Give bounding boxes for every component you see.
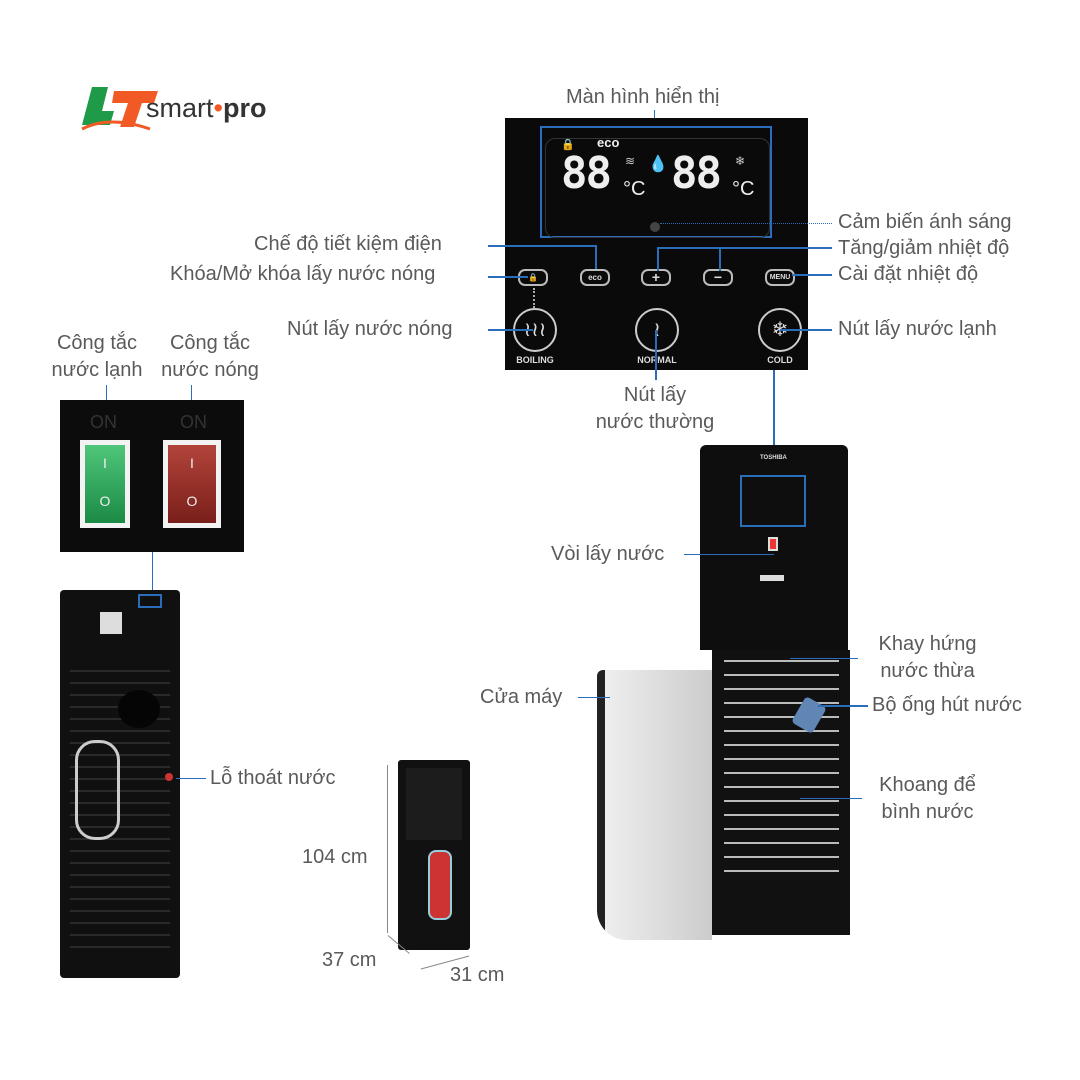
width-value: 31 cm xyxy=(450,964,505,986)
water-bottle xyxy=(428,850,452,920)
label-hot-button: Nút lấy nước nóng xyxy=(287,318,453,340)
sticker xyxy=(760,575,784,581)
on-label: ON xyxy=(90,412,117,432)
cold-temp-digits: 88 xyxy=(671,148,722,199)
label-cold-button: Nút lấy nước lạnh xyxy=(838,318,997,340)
logo-text: smart•pro xyxy=(146,93,267,123)
control-panel: 🔒 eco 88 °C ≋ 💧 88 °C ❄ 🔒 eco + − MENU ≀… xyxy=(505,118,808,370)
leader-line xyxy=(660,223,832,224)
display-screen xyxy=(545,138,770,238)
leader-line xyxy=(792,274,832,276)
leader-line xyxy=(780,329,832,331)
leader-line xyxy=(719,247,721,271)
hot-temp-digits: 88 xyxy=(561,148,612,199)
leader-line xyxy=(176,778,206,779)
label-temp-setting: Cài đặt nhiệt độ xyxy=(838,263,979,285)
cold-temp-unit: °C xyxy=(732,178,755,200)
dotted-link xyxy=(533,288,535,308)
ht-logo-mark xyxy=(81,87,158,131)
snowflake-icon: ❄ xyxy=(771,319,789,341)
label-lock: Khóa/Mở khóa lấy nước nóng xyxy=(170,263,436,285)
dimension-machine xyxy=(398,760,470,950)
normal-button[interactable]: ≀ xyxy=(635,308,679,352)
lock-icon: 🔒 xyxy=(528,273,538,282)
leader-line xyxy=(790,658,858,659)
machine-back xyxy=(60,590,180,978)
machine-upper-body: TOSHIBA xyxy=(700,445,848,650)
leader-line xyxy=(578,697,610,698)
heat-waves-icon: ≀≀≀ xyxy=(523,319,547,341)
drain-hole xyxy=(165,773,173,781)
hot-temp-unit: °C xyxy=(623,178,646,200)
light-sensor xyxy=(650,222,660,232)
depth-value: 37 cm xyxy=(322,949,377,971)
logo: smart•pro xyxy=(80,85,275,133)
water-icon: ≀ xyxy=(653,319,661,341)
leader-line xyxy=(657,247,832,249)
leader-line xyxy=(152,552,153,590)
label-eco-mode: Chế độ tiết kiệm điện xyxy=(254,233,442,255)
power-cord xyxy=(75,740,120,840)
height-dimension-line xyxy=(387,765,388,933)
label-suction: Bộ ống hút nước xyxy=(872,694,1022,716)
leader-line xyxy=(488,276,528,278)
normal-label: NORMAL xyxy=(637,355,677,365)
leader-line xyxy=(800,798,862,799)
menu-button[interactable]: MENU xyxy=(765,269,795,286)
label-light-sensor: Cảm biến ánh sáng xyxy=(838,211,1012,233)
leader-line xyxy=(818,705,868,707)
label-faucet: Vòi lấy nước xyxy=(551,543,665,565)
label-drain: Lỗ thoát nước xyxy=(210,767,336,789)
leader-line xyxy=(657,247,659,271)
brand-label: TOSHIBA xyxy=(760,455,787,461)
water-drop-icon: 💧 xyxy=(648,156,668,173)
leader-line xyxy=(773,370,775,480)
eco-button[interactable]: eco xyxy=(580,269,610,286)
leader-line xyxy=(684,554,774,555)
faucet[interactable] xyxy=(768,537,778,551)
compressor xyxy=(118,690,160,728)
cabinet-rack xyxy=(724,660,839,880)
bottle-cabinet xyxy=(712,650,850,935)
label-temp-adjust: Tăng/giảm nhiệt độ xyxy=(838,237,1010,259)
height-value: 104 cm xyxy=(302,846,368,868)
machine-door[interactable] xyxy=(597,670,712,940)
plus-button[interactable]: + xyxy=(641,269,671,286)
panel-highlight xyxy=(740,475,806,527)
boiling-label: BOILING xyxy=(516,355,554,365)
snow-indicator-icon: ❄ xyxy=(735,154,746,168)
rating-label xyxy=(100,612,122,634)
steam-icon: ≋ xyxy=(625,154,636,168)
leader-line xyxy=(654,110,655,124)
switch-location-highlight xyxy=(138,594,162,608)
minus-button[interactable]: − xyxy=(703,269,733,286)
leader-line xyxy=(655,330,657,380)
label-door: Cửa máy xyxy=(480,686,563,708)
leader-line xyxy=(488,245,596,247)
lock-indicator-icon: 🔒 xyxy=(561,139,575,151)
cold-label: COLD xyxy=(767,355,793,365)
eco-indicator: eco xyxy=(597,135,620,150)
dimension-machine-top xyxy=(406,768,462,840)
leader-line xyxy=(488,329,533,331)
label-display: Màn hình hiển thị xyxy=(566,86,720,108)
leader-line xyxy=(595,245,597,269)
on-label: ON xyxy=(180,412,207,432)
